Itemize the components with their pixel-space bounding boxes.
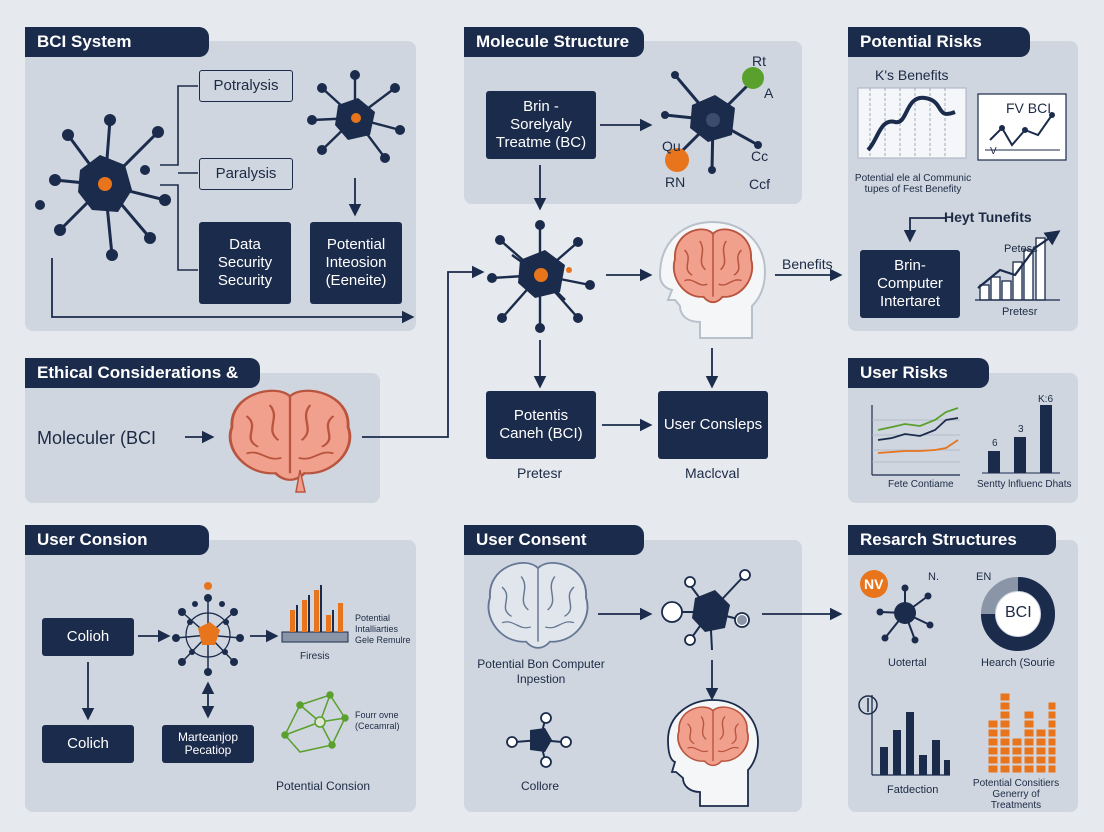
inset-chart-label: FV BCI (1006, 100, 1052, 116)
user-risks-bar-label-1: 6 (992, 438, 998, 449)
network-icon (172, 582, 244, 676)
fourr-ovne-note: Fourr ovne (Cecamral) (355, 710, 400, 731)
center-neuron-icon (487, 220, 595, 333)
consent-molecule-icon (661, 569, 751, 651)
user-risks-bar-label-2: 3 (1018, 424, 1024, 435)
atom-label-ccf: Ccf (749, 176, 770, 192)
nv-badge-icon (860, 570, 888, 598)
panel-title-user-consent: User Consent (464, 525, 644, 555)
user-risks-bar (1014, 437, 1026, 473)
orange-bar (314, 590, 319, 632)
atom-label-cc: Cc (751, 148, 769, 164)
bci-interface-box: Brin- Computer Intertaret (860, 250, 960, 318)
orange-bar-chart (281, 585, 349, 643)
benefits-chart-caption: Potential ele al Communic tupes of Fest … (854, 173, 972, 195)
orange-bar (302, 600, 307, 632)
panel-user-consion (25, 540, 416, 812)
colich-box: Colich (42, 725, 134, 763)
research-bar (919, 755, 927, 775)
user-risks-line-chart (871, 405, 960, 476)
research-bar (906, 712, 914, 775)
research-molecule-icon (876, 584, 934, 644)
stacked-block-chart (987, 692, 1057, 774)
user-conseps-box: User Consleps (658, 391, 768, 459)
research-bar (880, 747, 888, 775)
benefits-chart-title: K's Benefits (875, 67, 949, 83)
hearch-caption: Hearch (Sourie (981, 657, 1055, 669)
small-molecule-icon (506, 712, 572, 768)
caption-pretesr: Pretesr (517, 465, 563, 481)
research-node-label: N. (928, 571, 939, 583)
panel-title-potential-risks: Potential Risks (848, 27, 1030, 57)
panel-title-bci-system: BCI System (25, 27, 209, 57)
caption-maclcval: Maclcval (685, 465, 740, 481)
atom-label-rt: Rt (752, 53, 766, 69)
intalliarties-note: Potential Intalliarties Gele Remulre (355, 613, 411, 645)
rising-bar-chart (975, 230, 1061, 301)
atom-label-qu: Qu (662, 138, 681, 154)
firesis-label: Firesis (300, 651, 330, 662)
inset-axis-label: V (990, 146, 997, 157)
molecule-box: Brin - Sorelyaly Treatme (BC) (486, 91, 596, 159)
user-risks-line-caption: Fete Contiame (888, 479, 954, 490)
donut-chart (981, 577, 1055, 651)
molecule-icon (661, 67, 764, 174)
risks-bar (979, 284, 990, 301)
neuron-icon (35, 114, 171, 261)
marteanjop-box: Marteanjop Pecatiop (162, 725, 254, 763)
risks-bar (1001, 280, 1012, 301)
fatdection-caption: Fatdection (887, 784, 939, 796)
panel-title-user-consion: User Consion (25, 525, 209, 555)
user-risks-bar-caption: Sentty lnfluenc Dhats (977, 479, 1072, 490)
bon-computer-caption: Potential Bon Computer Inpestion (477, 657, 605, 686)
atom-label-a: A (764, 85, 774, 101)
research-bar (893, 730, 901, 775)
potential-consion-caption: Potential Consion (276, 779, 371, 793)
green-graph-icon (281, 691, 349, 753)
orange-bar (326, 615, 331, 632)
neuron-small-icon (307, 70, 405, 163)
potential-inteosion-box: Potential Inteosion (Eeneite) (310, 222, 402, 304)
outline-brain-icon (487, 562, 589, 649)
user-risks-bar (1040, 405, 1052, 473)
potentis-caneh-box: Potentis Caneh (BCI) (486, 391, 596, 459)
bar-label-petesc: Petesc (1004, 243, 1038, 255)
ethical-label: Moleculer (BCI (37, 428, 157, 448)
user-risks-bar (988, 451, 1000, 473)
ethical-brain-icon (228, 389, 352, 493)
donut-center-label: BCI (1005, 604, 1032, 621)
bar-label-pretesr: Pretesr (1002, 306, 1038, 318)
research-bar (932, 740, 940, 775)
panel-title-research-structures: Resarch Structures (848, 525, 1056, 555)
paralysis-box: Paralysis (199, 158, 293, 190)
atom-label-rn: RN (665, 174, 686, 190)
nv-badge-label: NV (864, 576, 884, 592)
consent-head-icon (667, 699, 759, 807)
user-risks-bar-label-3: K:6 (1038, 394, 1054, 405)
panel-title-ethical: Ethical Considerations & (25, 358, 260, 388)
collore-caption: Collore (521, 779, 560, 793)
uotertal-caption: Uotertal (888, 657, 927, 669)
panel-title-molecule-structure: Molecule Structure (464, 27, 644, 57)
benefits-chart (857, 87, 967, 159)
benefits-subtitle: Heyt Tunefits (944, 209, 1032, 225)
head-brain-icon (658, 220, 767, 339)
risks-bar (990, 276, 1001, 301)
colioh-box: Colioh (42, 618, 134, 656)
inset-line-chart (977, 93, 1067, 161)
benefits-label: Benefits (782, 256, 833, 272)
research-bar-chart (858, 695, 950, 776)
orange-bar (338, 603, 343, 632)
user-risks-bar-chart (982, 405, 1060, 474)
treatments-caption: Potential Consitiers Generry of Treatmen… (972, 778, 1060, 811)
potralysis-box: Potralysis (199, 70, 293, 102)
donut-top-label: EN (976, 571, 992, 583)
panel-title-user-risks: User Risks (848, 358, 989, 388)
research-bar (944, 760, 950, 775)
data-security-box: Data Security Security (199, 222, 291, 304)
orange-bar (290, 610, 295, 632)
